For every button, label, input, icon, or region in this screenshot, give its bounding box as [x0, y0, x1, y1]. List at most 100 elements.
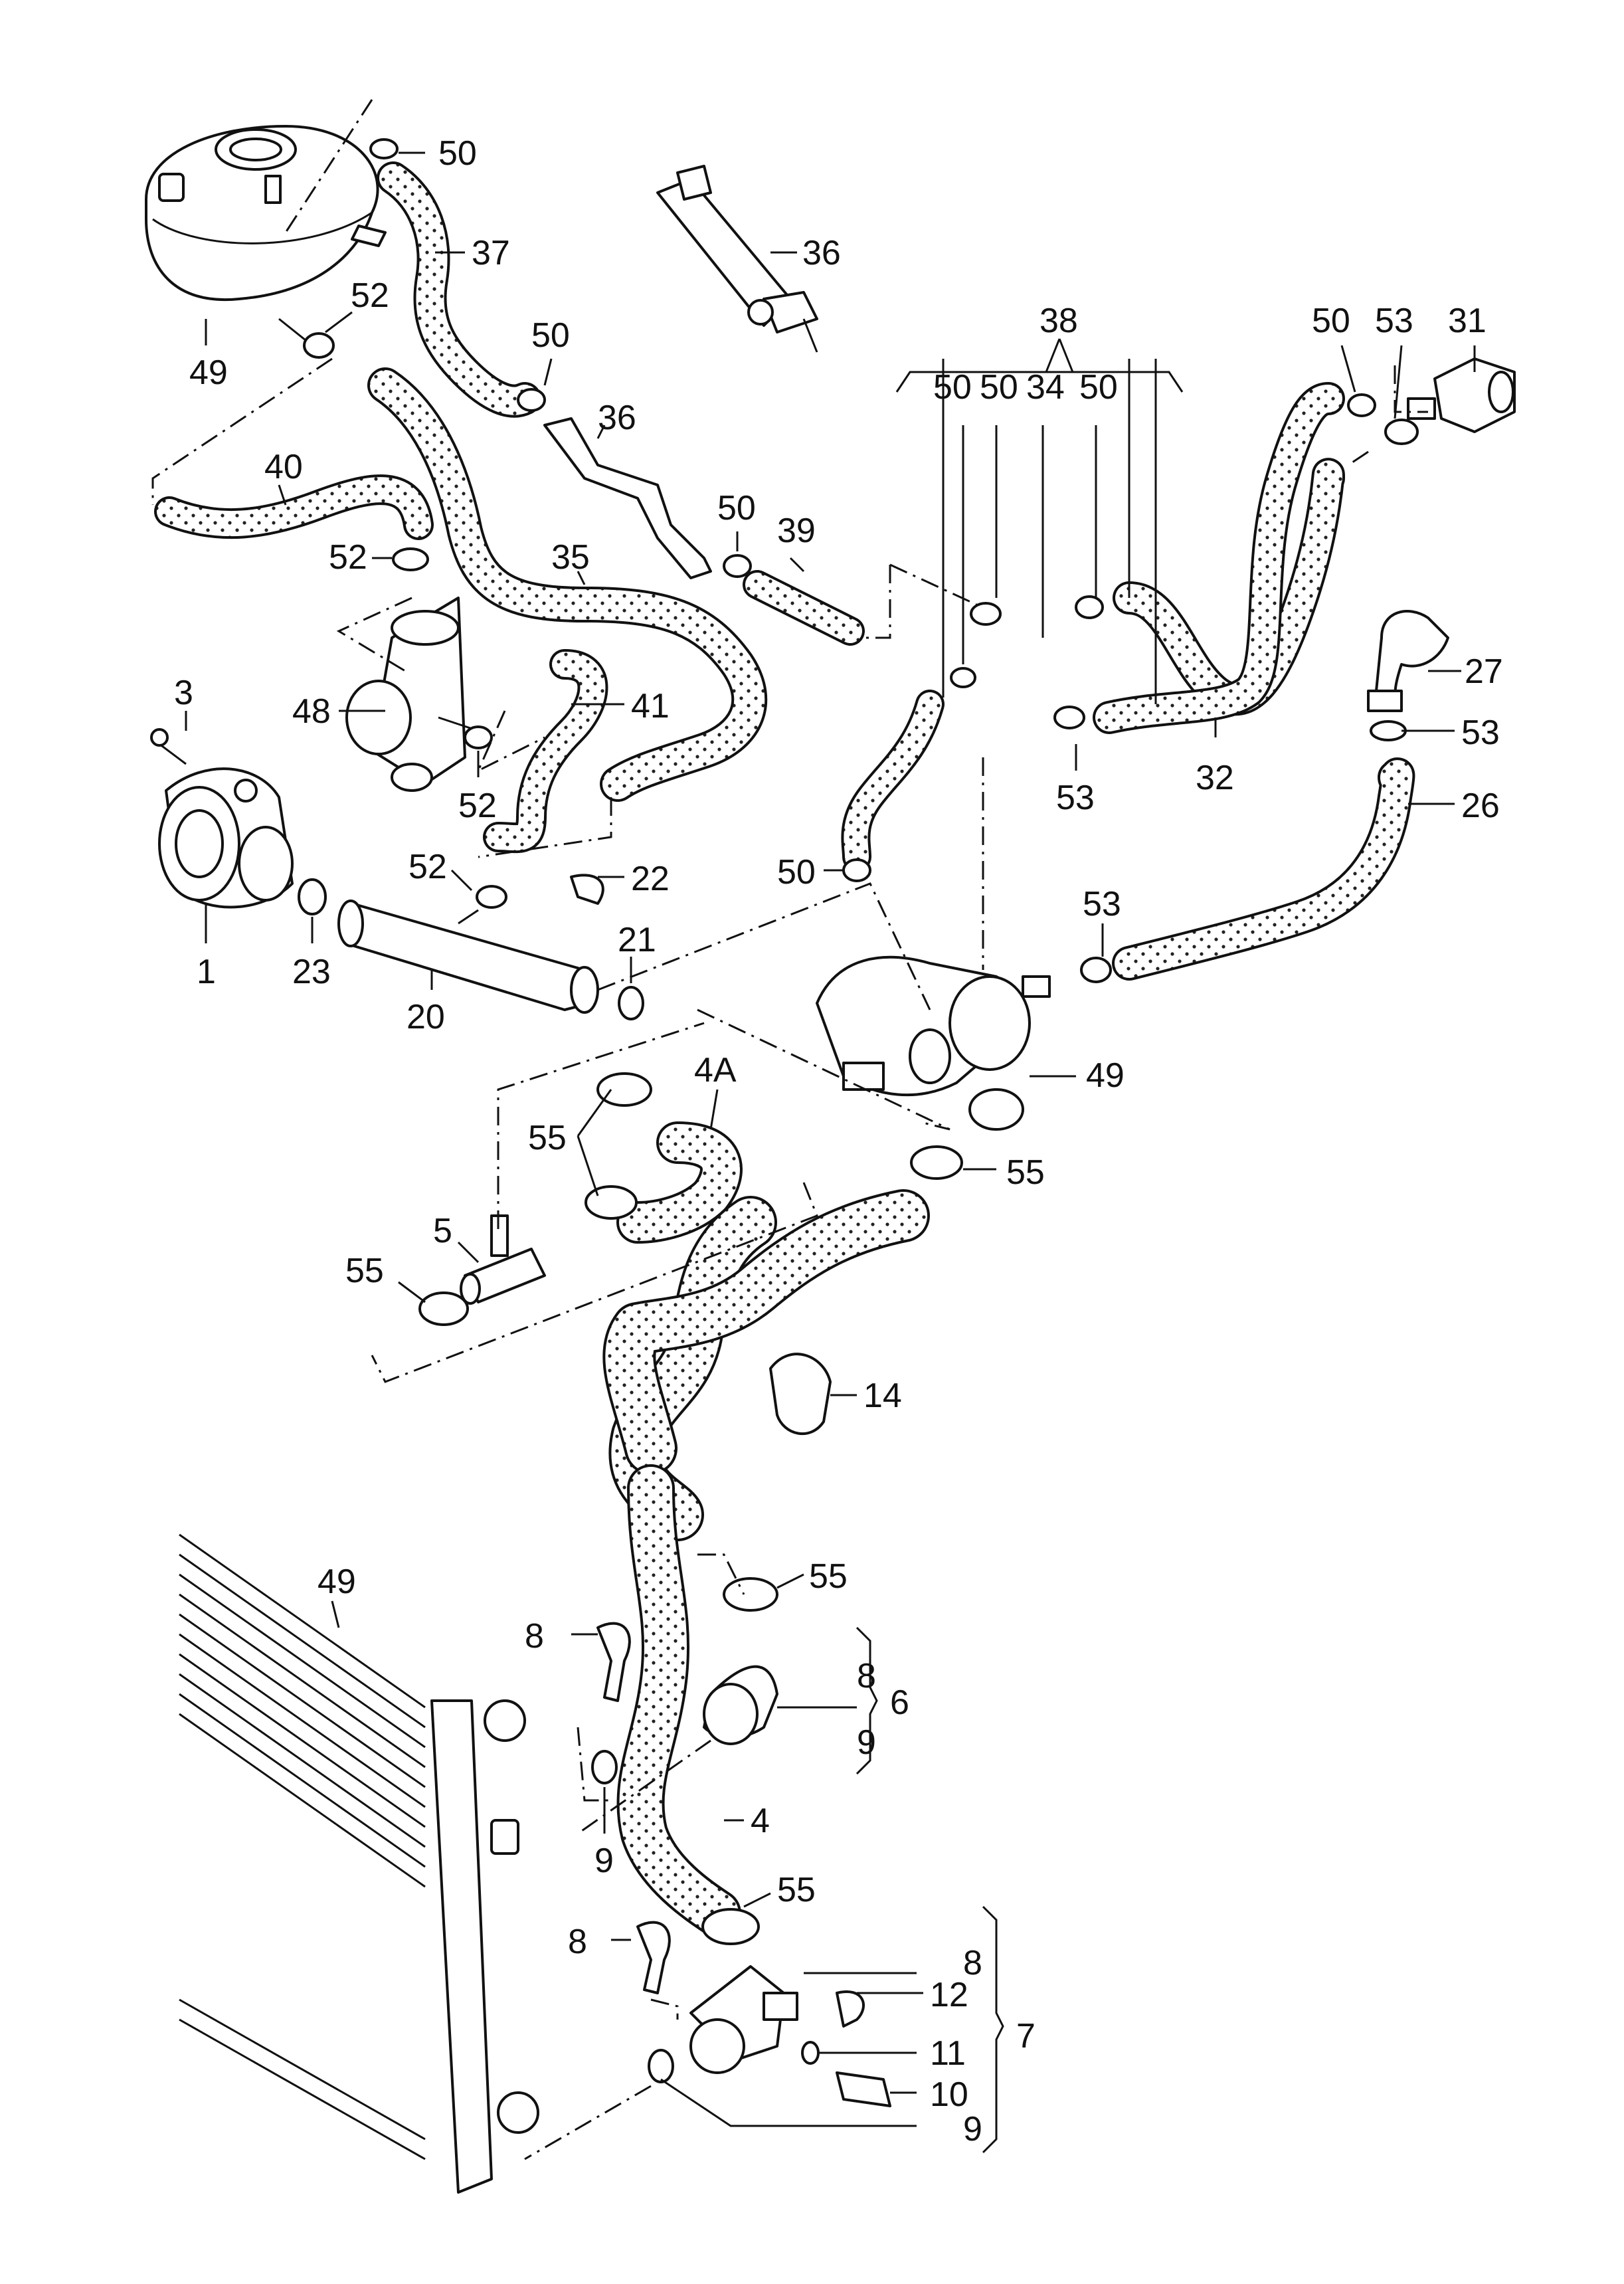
callout-22: 22 — [631, 860, 670, 898]
callout-9: 9 — [857, 1723, 876, 1762]
callout-11: 11 — [930, 2034, 966, 2073]
callout-36: 36 — [598, 399, 636, 437]
clamp-55-4A-upper — [596, 1072, 652, 1107]
callout-53: 53 — [1461, 714, 1500, 752]
hose-4A — [616, 1121, 743, 1244]
hose-39 — [743, 570, 865, 646]
clip-8-lower — [636, 1921, 671, 1994]
clamp-53-26 — [1080, 957, 1112, 983]
clamp-53-31 — [1384, 419, 1419, 445]
callout-55: 55 — [1006, 1153, 1045, 1192]
flange-48 — [345, 597, 479, 792]
callout-12: 12 — [930, 1976, 968, 2014]
callout-50: 50 — [980, 368, 1018, 407]
callout-35: 35 — [551, 538, 590, 577]
coolant-pipe-20 — [337, 900, 599, 1014]
callout-40: 40 — [264, 448, 303, 486]
callout-8: 8 — [857, 1657, 876, 1695]
hose-37 — [377, 161, 541, 418]
clamp-50-39 — [723, 554, 752, 578]
callout-8: 8 — [963, 1944, 982, 1982]
oring-9-upper — [591, 1750, 618, 1784]
oring-11 — [801, 2041, 820, 2065]
callout-55: 55 — [777, 1871, 816, 1909]
clip-22 — [570, 874, 604, 905]
callout-23: 23 — [292, 953, 331, 991]
clamp-52-tank — [303, 332, 335, 359]
callout-32: 32 — [1196, 759, 1234, 797]
callout-55: 55 — [528, 1119, 567, 1157]
clamp-53-32 — [1053, 706, 1085, 729]
thermostat-housing — [816, 955, 1051, 1131]
clamp-50-38d — [842, 858, 871, 882]
callout-50: 50 — [933, 368, 972, 407]
clamp-55-6 — [723, 1577, 778, 1612]
assembly-reference-lines — [151, 99, 1428, 2160]
clamp-50-mid — [517, 388, 546, 412]
component-parts — [145, 125, 1516, 2194]
clamp-55-5 — [418, 1291, 469, 1326]
callout-41: 41 — [631, 687, 670, 725]
oring-23 — [298, 878, 327, 915]
callout-20: 20 — [406, 998, 445, 1036]
callout-8: 8 — [525, 1617, 544, 1656]
clamp-53-27 — [1370, 720, 1407, 741]
callout-38: 38 — [1039, 302, 1078, 340]
clamp-52-left — [392, 547, 429, 571]
clamp-52-20 — [476, 885, 507, 909]
connector-7 — [689, 1965, 798, 2074]
callout-8: 8 — [568, 1923, 587, 1961]
callout-9: 9 — [963, 2110, 982, 2148]
callout-7: 7 — [1016, 2017, 1036, 2055]
connector-31 — [1407, 357, 1516, 433]
callout-50: 50 — [1312, 302, 1350, 340]
callout-52: 52 — [329, 538, 367, 577]
callout-14: 14 — [863, 1377, 902, 1415]
callout-49: 49 — [1086, 1056, 1125, 1095]
callout-52: 52 — [458, 787, 497, 825]
hose-35 — [367, 367, 768, 802]
clamp-55-7 — [701, 1908, 760, 1945]
callout-10: 10 — [930, 2075, 968, 2114]
clip-8-upper — [596, 1622, 631, 1702]
coolant-hoses — [154, 161, 1415, 1937]
callout-49: 49 — [317, 1563, 356, 1601]
callout-48: 48 — [292, 692, 331, 731]
clip-14 — [769, 1353, 832, 1435]
callout-50: 50 — [1079, 368, 1118, 407]
hose-40 — [154, 474, 434, 540]
hose-clamps — [303, 138, 1419, 1945]
hose-32 — [1093, 382, 1345, 734]
t-connector-5 — [460, 1214, 546, 1305]
callout-55: 55 — [809, 1557, 848, 1596]
radiator-fins — [179, 1533, 426, 2160]
callout-53: 53 — [1056, 779, 1095, 817]
clamp-55-thermostat — [910, 1145, 963, 1180]
callout-50: 50 — [531, 316, 570, 355]
callout-37: 37 — [472, 234, 510, 272]
hose-38 — [841, 690, 945, 872]
temperature-sensor-10 — [836, 2071, 891, 2107]
metal-pipe-36 — [543, 417, 712, 579]
hose-26 — [1112, 757, 1415, 981]
clamp-50-38c — [950, 667, 976, 688]
hose-41 — [483, 649, 608, 854]
elbow-27 — [1367, 610, 1449, 712]
hose-4 — [602, 1189, 930, 1937]
water-pump-1 — [150, 728, 294, 909]
callout-4A: 4A — [694, 1051, 737, 1090]
callout-53: 53 — [1083, 885, 1121, 923]
callout-34: 34 — [1026, 368, 1065, 407]
callout-9: 9 — [594, 1842, 614, 1880]
callout-1: 1 — [197, 953, 216, 991]
callout-4: 4 — [751, 1802, 770, 1840]
clamp-50-31 — [1347, 393, 1376, 417]
clamp-52-flange — [464, 725, 493, 749]
callout-50: 50 — [717, 489, 756, 527]
callout-50: 50 — [777, 853, 816, 892]
oring-21 — [618, 986, 644, 1020]
callout-49: 49 — [189, 353, 228, 392]
radiator — [179, 1533, 539, 2194]
callout-36: 36 — [802, 234, 841, 272]
clamp-50-top — [369, 138, 399, 159]
